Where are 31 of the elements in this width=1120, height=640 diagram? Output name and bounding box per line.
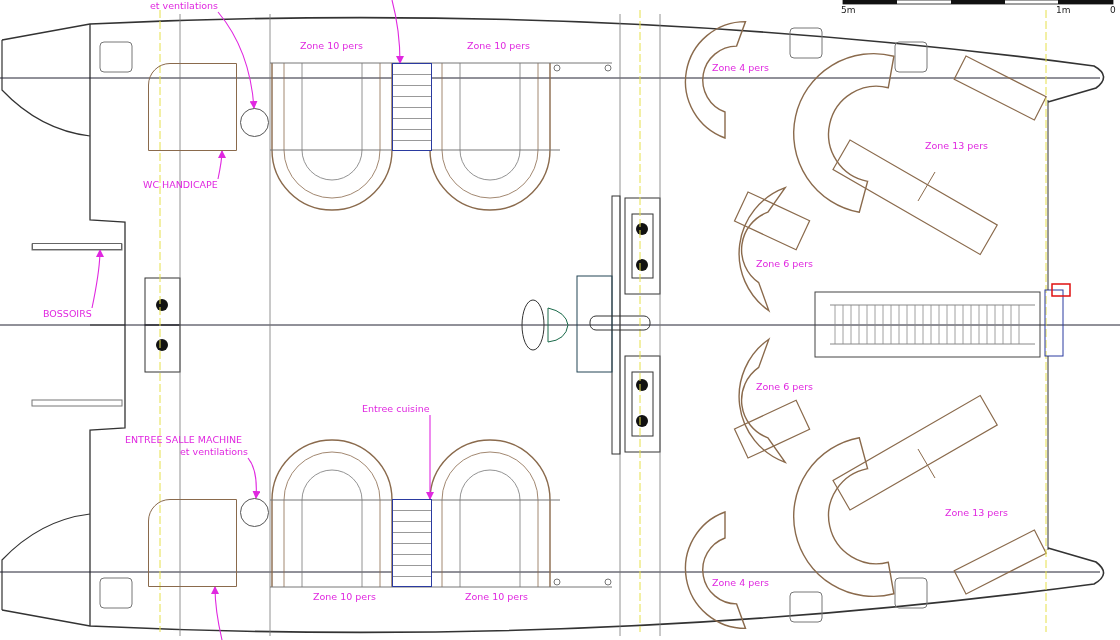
leader-line <box>426 414 434 500</box>
callout-label: et ventilations <box>179 446 249 458</box>
staircase <box>392 499 432 587</box>
leader-line <box>211 586 223 640</box>
washroom-outline <box>148 63 237 151</box>
davit-bar <box>32 243 122 250</box>
leader-line <box>391 0 404 64</box>
staircase <box>392 63 432 151</box>
zone-label: Zone 4 pers <box>712 577 769 589</box>
zone-label: Zone 6 pers <box>756 381 813 393</box>
scale-label: 5m <box>841 5 856 15</box>
callout-label: WC HANDICAPE <box>143 179 218 191</box>
zone-label: Zone 6 pers <box>756 258 813 270</box>
zone-label: Zone 10 pers <box>313 591 377 603</box>
zone-label: Zone 10 pers <box>467 40 531 52</box>
callout-label: Entree cuisine <box>362 403 430 415</box>
zone-label: Zone 4 pers <box>712 62 769 74</box>
leader-line <box>247 457 261 499</box>
zone-label: Zone 13 pers <box>925 140 989 152</box>
room-outline <box>148 499 237 587</box>
callout-label: BOSSOIRS <box>43 308 92 320</box>
zone-label: Zone 10 pers <box>300 40 364 52</box>
zone-label: Zone 13 pers <box>945 507 1009 519</box>
scale-label: 1m <box>1056 5 1071 15</box>
zone-label: Zone 10 pers <box>465 591 529 603</box>
leader-line <box>217 11 258 109</box>
leader-line <box>91 249 104 309</box>
leader-line <box>217 150 226 180</box>
callout-label: et ventilations <box>150 0 219 12</box>
scale-label: 0 <box>1110 5 1116 15</box>
callout-label: ENTREE SALLE MACHINE <box>125 434 244 446</box>
